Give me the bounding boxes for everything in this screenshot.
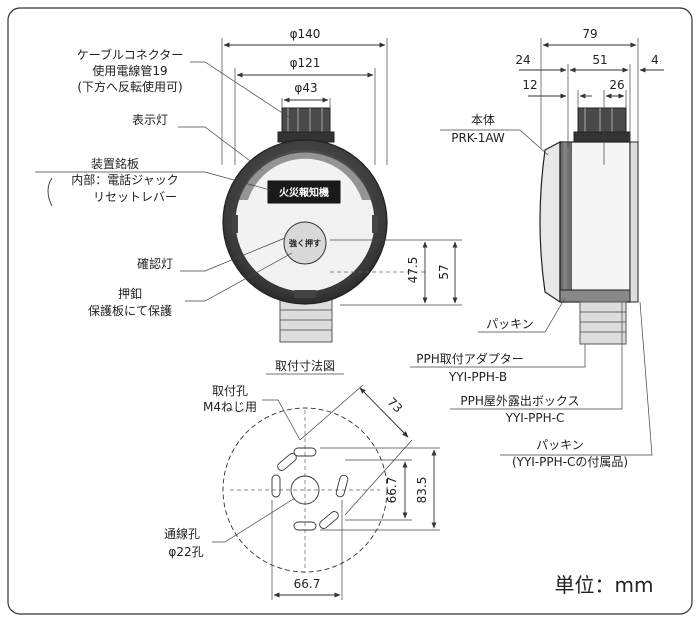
label-reset-lever: リセットレバー <box>93 190 177 204</box>
label-nameplate: 装置銘板 <box>91 156 139 171</box>
dim-4: 4 <box>651 53 659 67</box>
label-outdoor-box-model: YYI-PPH-C <box>505 411 565 425</box>
nameplate <box>267 180 341 204</box>
dim-79: 79 <box>582 27 597 41</box>
dim-83-5: 83.5 <box>415 477 429 504</box>
label-packing-2-note: (YYI-PPH-Cの付属品) <box>512 455 628 469</box>
dim-66-7-vertical: 66.7 <box>385 477 399 504</box>
dim-phi43: φ43 <box>294 81 317 95</box>
bottom-fitting <box>279 299 333 343</box>
label-wire-hole: 通線孔 <box>164 526 200 541</box>
label-protective-plate: 保護板にて保護 <box>88 303 172 318</box>
front-labels: ケーブルコネクター 使用電線管19 (下方へ反転使用可) 表示灯 装置銘板 内部… <box>35 47 293 318</box>
front-view: 火災報知機 強く押す φ140 φ121 φ43 47.5 57 <box>221 27 462 343</box>
wire-hole <box>290 475 320 505</box>
label-confirm-lamp: 確認灯 <box>137 256 173 271</box>
label-outdoor-box: PPH屋外露出ボックス <box>460 394 579 408</box>
dim-47-5: 47.5 <box>406 257 420 284</box>
label-packing-1: パッキン <box>486 317 534 331</box>
dim-phi140: φ140 <box>290 27 321 41</box>
label-inner-phone-jack: 内部：電話ジャック <box>71 172 178 187</box>
label-wire-hole-size: φ22孔 <box>168 545 203 559</box>
side-bottom-fitting <box>579 301 627 345</box>
unit-label: 単位：mm <box>555 573 654 597</box>
label-reversible: (下方へ反転使用可) <box>77 79 182 94</box>
side-view: 79 24 51 4 12 26 <box>515 27 664 345</box>
label-adapter: PPH取付アダプター <box>416 351 524 366</box>
dim-73: 73 <box>384 395 405 416</box>
mounting-diagram: 取付寸法図 73 66.7 83.5 <box>164 359 440 600</box>
label-indicator-lamp: 表示灯 <box>132 113 168 127</box>
push-button <box>283 221 327 265</box>
label-mount-hole: 取付孔 <box>212 384 248 398</box>
mount-title: 取付寸法図 <box>275 359 335 373</box>
label-push-button: 押釦 <box>118 286 142 301</box>
side-labels: 本体 PRK-1AW パッキン PPH取付アダプター YYI-PPH-B PPH… <box>410 113 653 469</box>
dim-phi121: φ121 <box>290 56 321 70</box>
mount-slots <box>271 447 349 531</box>
label-conduit: 使用電線管19 <box>92 63 167 78</box>
dim-12: 12 <box>522 78 537 92</box>
dim-51: 51 <box>592 53 607 67</box>
label-m4-screw: M4ねじ用 <box>203 400 257 414</box>
dim-57: 57 <box>437 264 451 279</box>
label-cable-connector: ケーブルコネクター <box>77 47 184 62</box>
nameplate-text: 火災報知機 <box>279 186 329 199</box>
dim-66-7-horizontal: 66.7 <box>294 577 321 591</box>
label-body: 本体 <box>471 113 495 127</box>
label-packing-2: パッキン <box>536 438 584 452</box>
dim-24: 24 <box>515 53 530 67</box>
label-model: PRK-1AW <box>451 131 505 145</box>
outer-border <box>7 7 693 615</box>
mount-outline <box>222 407 388 573</box>
label-adapter-model: YYI-PPH-B <box>448 370 507 384</box>
dim-26: 26 <box>609 78 624 92</box>
push-button-text: 強く押す <box>289 238 321 248</box>
side-front-cover <box>539 141 561 304</box>
